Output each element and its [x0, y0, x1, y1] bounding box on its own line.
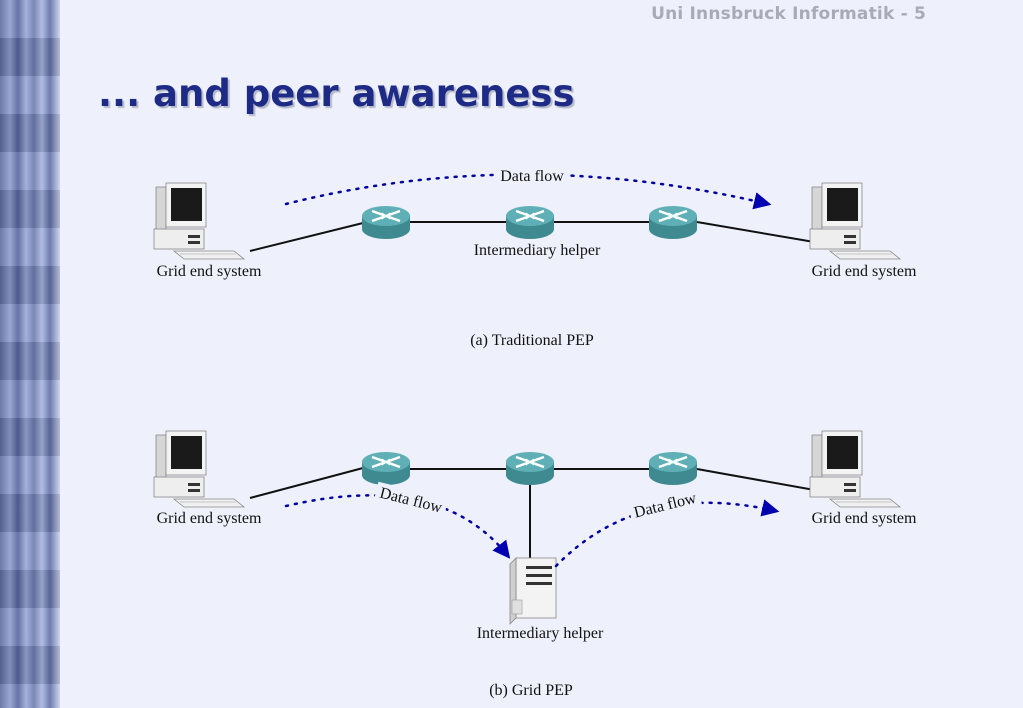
caption-b: (b) Grid PEP	[489, 682, 573, 699]
right-end-label: Grid end system	[812, 510, 917, 527]
flow-label-2: Data flow	[632, 490, 698, 522]
data-flow-arrow-in	[284, 494, 511, 559]
grid-end-system-right-icon	[809, 430, 901, 508]
slide-header: Uni Innsbruck Informatik - 5	[651, 4, 926, 24]
left-end-label: Grid end system	[157, 263, 262, 280]
caption-a: (a) Traditional PEP	[470, 332, 594, 349]
router-icon	[360, 450, 412, 487]
helper-label: Intermediary helper	[474, 242, 601, 259]
intermediary-helper-server-icon	[509, 557, 557, 625]
flow-label-2-group: Data flow	[627, 486, 703, 523]
router-icon	[504, 204, 556, 241]
router-icon	[360, 204, 412, 241]
link-b-4	[696, 468, 821, 492]
grid-end-system-right-icon	[809, 182, 901, 260]
slide-title: ... and peer awareness	[98, 72, 575, 115]
grid-end-system-left-icon	[153, 182, 245, 260]
right-end-label: Grid end system	[812, 263, 917, 280]
grid-end-system-left-icon	[153, 430, 245, 508]
flow-label-bg	[494, 166, 570, 186]
link-a-1	[249, 222, 364, 252]
data-flow-arrow	[284, 173, 772, 210]
flow-label-1-group: Data flow	[373, 481, 449, 518]
link-b-1	[249, 467, 364, 499]
data-flow-arrow-out	[554, 499, 780, 568]
flow-label: Data flow	[500, 168, 564, 185]
flow-label-1: Data flow	[378, 485, 444, 517]
router-icon	[647, 450, 699, 487]
left-end-label: Grid end system	[157, 510, 262, 527]
helper-label: Intermediary helper	[477, 625, 604, 642]
link-a-4	[696, 221, 821, 244]
router-icon	[504, 450, 556, 487]
sidebar-decoration	[0, 0, 60, 708]
diagram-a: Data flow Grid end system Grid end syste…	[153, 166, 917, 349]
router-icon	[647, 204, 699, 241]
diagram-b: Data flow Data flow Grid end system Grid…	[153, 430, 917, 699]
